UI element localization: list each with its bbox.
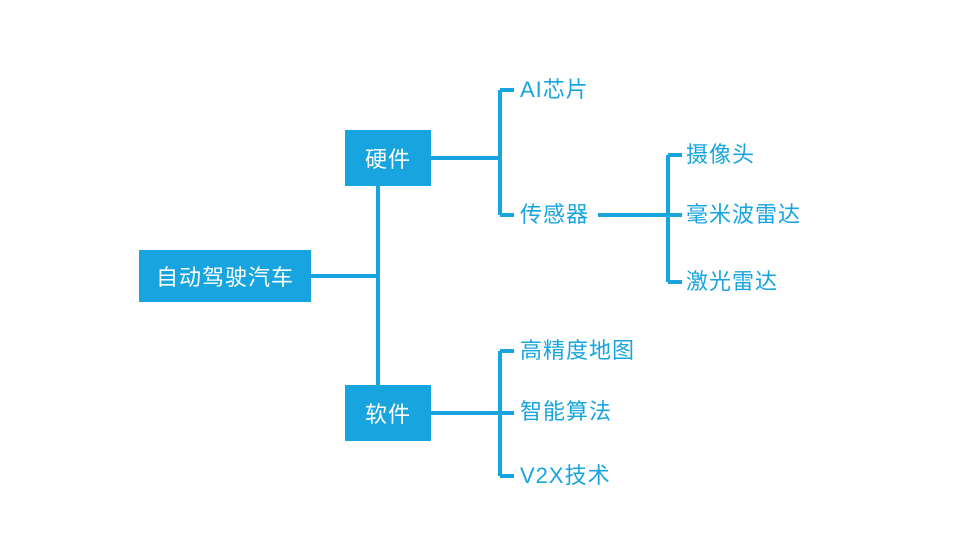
node-software: 软件	[345, 385, 431, 441]
leaf-camera: 摄像头	[686, 142, 756, 167]
bracket-sensor	[666, 153, 682, 284]
leaf-lidar: 激光雷达	[686, 269, 779, 294]
bracket-hardware	[498, 88, 514, 217]
leaf-mmwave-radar: 毫米波雷达	[686, 202, 802, 227]
bracket-software	[498, 349, 514, 478]
leaf-sensor: 传感器	[520, 202, 590, 227]
leaf-smart-algorithm: 智能算法	[520, 399, 613, 424]
node-root: 自动驾驶汽车	[139, 250, 311, 302]
leaf-v2x: V2X技术	[520, 463, 611, 488]
node-hardware: 硬件	[345, 130, 431, 186]
leaf-hd-map: 高精度地图	[520, 338, 636, 363]
leaf-ai-chip: AI芯片	[520, 77, 589, 102]
